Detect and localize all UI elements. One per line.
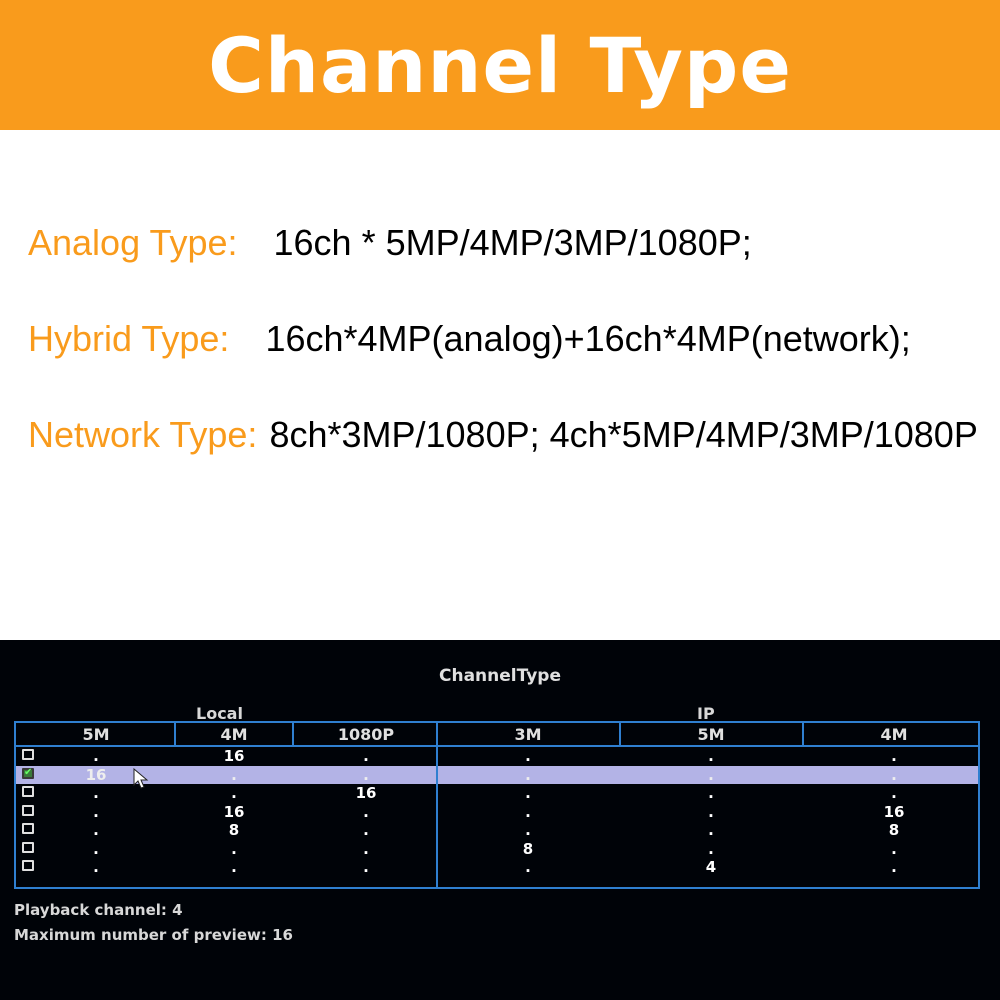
cell-value: 16 xyxy=(355,784,377,802)
cell-value: . xyxy=(363,858,369,876)
cell-value: . xyxy=(525,858,531,876)
cell-value: 16 xyxy=(223,802,245,821)
column-header-3: 3M xyxy=(514,725,542,744)
row-checkbox[interactable] xyxy=(22,804,34,816)
column-header-2: 1080P xyxy=(337,725,395,744)
row-checkbox[interactable] xyxy=(22,823,34,834)
cell-value: . xyxy=(525,747,531,765)
cell-value: . xyxy=(891,747,897,765)
cell-value: 8 xyxy=(228,821,240,839)
cell-value: 16 xyxy=(223,747,245,765)
column-header-0: 5M xyxy=(82,725,110,744)
channel-type-row[interactable]: ... 8.. xyxy=(16,840,978,858)
row-checkbox[interactable] xyxy=(22,860,34,871)
cell-value: . xyxy=(93,802,99,821)
spec-analog-value: 16ch * 5MP/4MP/3MP/1080P; xyxy=(273,222,752,263)
cell-value: . xyxy=(525,821,531,839)
dialog-title: ChannelType xyxy=(439,666,561,686)
channel-type-row[interactable]: ✔ 16..... xyxy=(16,765,978,784)
spec-network-value: 8ch*3MP/1080P; 4ch*5MP/4MP/3MP/1080P xyxy=(269,414,978,455)
column-header-4: 5M xyxy=(697,725,725,744)
local-ip-divider xyxy=(436,723,438,887)
cell-value: . xyxy=(231,839,237,858)
cell-value: . xyxy=(93,747,99,765)
banner-title: Channel Type xyxy=(208,20,792,110)
cell-value: . xyxy=(708,821,714,839)
header-separator xyxy=(619,723,621,745)
spec-network: Network Type: 8ch*3MP/1080P; 4ch*5MP/4MP/… xyxy=(28,414,978,456)
cell-value: 8 xyxy=(888,821,900,839)
row-checkbox[interactable] xyxy=(22,786,34,797)
cell-value: . xyxy=(231,784,237,802)
channel-type-row[interactable]: .... 4. xyxy=(16,858,978,876)
cell-value: 16 xyxy=(85,765,107,784)
spec-hybrid-label: Hybrid Type: xyxy=(28,318,230,359)
cell-value: . xyxy=(363,821,369,839)
spec-analog-label: Analog Type: xyxy=(28,222,238,263)
cell-value: . xyxy=(891,839,897,858)
max-preview-text: Maximum number of preview: 16 xyxy=(14,926,293,944)
row-checkbox[interactable]: ✔ xyxy=(22,766,34,779)
cell-value: . xyxy=(525,802,531,821)
cell-value: 8 xyxy=(522,839,534,858)
cell-value: . xyxy=(93,821,99,839)
cell-value: . xyxy=(93,784,99,802)
cell-value: . xyxy=(93,839,99,858)
group-label-ip: IP xyxy=(697,704,715,723)
cell-value: . xyxy=(93,858,99,876)
header-separator xyxy=(292,723,294,745)
column-header-1: 4M xyxy=(220,725,248,744)
channel-type-row[interactable]: .. 16... xyxy=(16,784,978,802)
header-separator xyxy=(802,723,804,745)
channel-type-row[interactable]: . 16... 16 xyxy=(16,803,978,821)
channel-type-row[interactable]: . 8... 8 xyxy=(16,821,978,839)
column-header-5: 4M xyxy=(880,725,908,744)
playback-channel-text: Playback channel: 4 xyxy=(14,901,183,919)
cell-value: 4 xyxy=(705,858,717,876)
spec-hybrid: Hybrid Type: 16ch*4MP(analog)+16ch*4MP(ne… xyxy=(28,318,911,360)
row-checkbox[interactable] xyxy=(22,841,34,853)
cell-value: . xyxy=(363,747,369,765)
row-checkbox[interactable] xyxy=(22,749,34,760)
spec-network-label: Network Type: xyxy=(28,414,258,455)
cell-value: . xyxy=(708,802,714,821)
cell-value: 16 xyxy=(883,802,905,821)
cell-value: . xyxy=(891,765,897,784)
banner: Channel Type xyxy=(0,0,1000,130)
cell-value: . xyxy=(231,765,237,784)
header-separator xyxy=(174,723,176,745)
cell-value: . xyxy=(231,858,237,876)
grid-header: 5M 4M 1080P 3M 5M 4M xyxy=(16,723,978,747)
cell-value: . xyxy=(708,747,714,765)
checkmark-icon: ✔ xyxy=(24,766,33,778)
cell-value: . xyxy=(708,839,714,858)
cell-value: . xyxy=(708,765,714,784)
cell-value: . xyxy=(891,858,897,876)
cell-value: . xyxy=(363,839,369,858)
mouse-cursor-icon xyxy=(133,768,149,789)
cell-value: . xyxy=(363,765,369,784)
spec-hybrid-value: 16ch*4MP(analog)+16ch*4MP(network); xyxy=(265,318,911,359)
channel-type-row[interactable]: . 16.... xyxy=(16,747,978,765)
group-label-local: Local xyxy=(196,704,243,723)
spec-analog: Analog Type: 16ch * 5MP/4MP/3MP/1080P; xyxy=(28,222,752,264)
cell-value: . xyxy=(525,784,531,802)
cell-value: . xyxy=(891,784,897,802)
cell-value: . xyxy=(525,765,531,784)
cell-value: . xyxy=(363,802,369,821)
cell-value: . xyxy=(708,784,714,802)
